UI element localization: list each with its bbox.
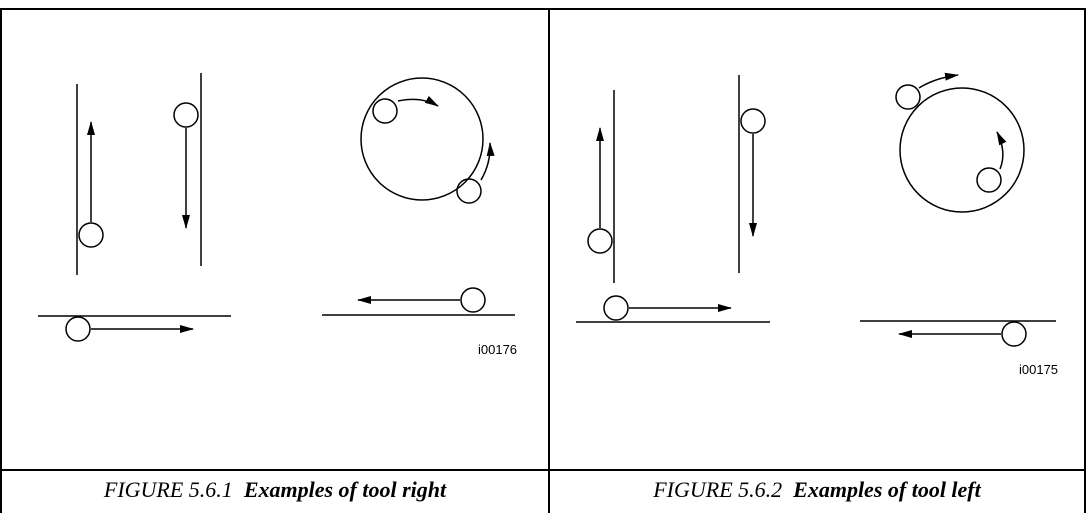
- tool-circle: [456, 178, 482, 204]
- tool-circle: [587, 228, 613, 254]
- figure-id-label: i00176: [478, 342, 518, 357]
- figure-caption: FIGURE 5.6.1 Examples of tool right: [2, 472, 548, 513]
- figure-id-label: i00175: [1019, 362, 1059, 377]
- motion-arrow: [480, 142, 495, 181]
- tool-circle: [173, 102, 199, 128]
- tool-circle: [895, 84, 921, 110]
- tool-circle: [740, 108, 766, 134]
- motion-arrow: [397, 95, 439, 107]
- tool-circle: [976, 167, 1002, 193]
- tool-circle: [372, 98, 398, 124]
- tool-right-diagram: [38, 73, 515, 342]
- tool-circle: [1001, 321, 1027, 347]
- tool-circle: [460, 287, 486, 313]
- caption-number: FIGURE 5.6.1: [103, 477, 233, 502]
- caption-divider: [0, 469, 1086, 471]
- contour-circle: [360, 77, 484, 201]
- motion-arrow: [918, 72, 959, 89]
- tool-circle: [65, 316, 91, 342]
- figure-caption: FIGURE 5.6.2 Examples of tool left: [550, 472, 1084, 513]
- caption-title: Examples of tool left: [793, 477, 981, 502]
- frame-top-border: [0, 8, 1086, 10]
- caption-number: FIGURE 5.6.2: [653, 477, 783, 502]
- tool-left-diagram: [576, 72, 1056, 347]
- frame-right-border: [1084, 8, 1086, 513]
- motion-arrow: [996, 131, 1007, 170]
- tool-circle: [603, 295, 629, 321]
- caption-title: Examples of tool right: [243, 477, 447, 502]
- tool-circle: [78, 222, 104, 248]
- contour-circle: [899, 87, 1025, 213]
- frame-left-border: [0, 8, 2, 513]
- panel-divider: [548, 8, 550, 513]
